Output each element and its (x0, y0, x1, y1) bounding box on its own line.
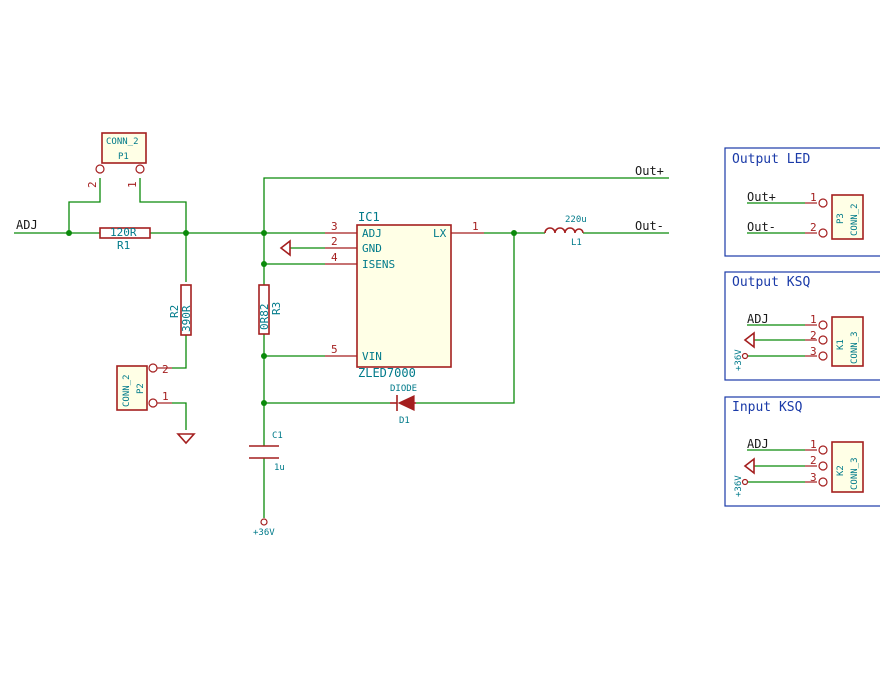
k1-ref: K1 (836, 339, 846, 350)
r1-ref: R1 (117, 239, 130, 252)
ic1-pin-num-adj: 3 (331, 220, 338, 233)
block-input-ksq-title: Input KSQ (732, 400, 803, 415)
ic1-pin-num-vin: 5 (331, 343, 338, 356)
wires (14, 177, 669, 518)
k2-pin1: 1 (810, 438, 817, 451)
p2-pin1: 1 (162, 390, 169, 403)
k1-pin1: 1 (810, 313, 817, 326)
p1-ref: P1 (118, 152, 129, 162)
ic1-pin-name-gnd: GND (362, 242, 382, 255)
ic1-pin-num-gnd: 2 (331, 235, 338, 248)
block-output-led: Output LED Out+ Out- 1 2 P3 CONN_2 (724, 147, 880, 257)
net-label-out-minus: Out- (635, 219, 664, 233)
ic1-value: ZLED7000 (358, 366, 416, 380)
l1-value: 220u (565, 215, 587, 225)
connector-p1[interactable]: CONN_2 P1 2 1 (86, 132, 147, 188)
resistor-r3[interactable]: 0R82 R3 (258, 284, 283, 335)
r2-ref: R2 (168, 305, 181, 318)
k2-pin2: 2 (810, 454, 817, 467)
k2-ref: K2 (836, 465, 846, 476)
ground-symbol-ic (279, 239, 291, 257)
p2-value: CONN_2 (122, 374, 132, 407)
k1-value: CONN_3 (850, 331, 860, 364)
k2-value: CONN_3 (850, 457, 860, 490)
k1-supply: +36V (734, 349, 744, 371)
block-output-ksq-title: Output KSQ (732, 275, 810, 290)
r3-ref: R3 (270, 302, 283, 315)
resistor-r1[interactable]: 120R R1 (99, 226, 151, 252)
diode-d1[interactable]: DIODE D1 (390, 384, 417, 426)
p1-value: CONN_2 (106, 137, 139, 147)
c1-ref: C1 (272, 431, 283, 441)
block-output-led-title: Output LED (732, 152, 810, 167)
ic1-ref: IC1 (358, 210, 380, 224)
ic1-pin-name-lx: LX (433, 227, 447, 240)
junctions (66, 230, 517, 406)
p3-value: CONN_2 (850, 203, 860, 236)
r2-value: 390R (180, 305, 193, 332)
supply-36v: +36V (253, 518, 275, 538)
d1-ref: D1 (399, 416, 410, 426)
ground-symbol (176, 433, 196, 445)
ic1-pin-name-isens: ISENS (362, 258, 395, 271)
k2-pin3: 3 (810, 471, 817, 484)
p3-pin1: 1 (810, 191, 817, 204)
connector-p2[interactable]: CONN_2 P2 2 1 (116, 363, 172, 411)
k1-pin2: 2 (810, 329, 817, 342)
resistor-r2[interactable]: 390R R2 (168, 284, 193, 336)
p3-ref: P3 (836, 213, 846, 224)
net-label-out-plus: Out+ (635, 164, 664, 178)
ic1-pin-num-lx: 1 (472, 220, 479, 233)
k1-net1: ADJ (747, 312, 769, 326)
supply-label: +36V (253, 528, 275, 538)
p1-pin2: 2 (86, 181, 99, 188)
capacitor-c1[interactable]: C1 1u (249, 431, 285, 473)
p3-pin2: 2 (810, 221, 817, 234)
k2-supply: +36V (734, 475, 744, 497)
p1-pin1: 1 (126, 181, 139, 188)
k2-net1: ADJ (747, 437, 769, 451)
k1-pin3: 3 (810, 345, 817, 358)
p2-ref: P2 (136, 383, 146, 394)
p2-pin2: 2 (162, 363, 169, 376)
inductor-l1[interactable]: 220u L1 (544, 215, 587, 248)
c1-value: 1u (274, 463, 285, 473)
ic1-zled7000[interactable]: IC1 ZLED7000 3 2 4 5 1 ADJ GND ISENS VIN… (325, 210, 484, 380)
p3-net1: Out+ (747, 190, 776, 204)
ic1-pin-num-isens: 4 (331, 251, 338, 264)
r1-value: 120R (110, 226, 137, 239)
block-output-ksq: Output KSQ +36V ADJ 1 2 3 K1 CONN_3 (724, 271, 880, 381)
d1-value: DIODE (390, 384, 417, 394)
ic1-pin-name-vin: VIN (362, 350, 382, 363)
p3-net2: Out- (747, 220, 776, 234)
r3-value: 0R82 (258, 304, 271, 331)
net-label-adj: ADJ (16, 218, 38, 232)
block-input-ksq: Input KSQ +36V ADJ 1 2 3 K2 CONN_3 (724, 396, 880, 507)
l1-ref: L1 (571, 238, 582, 248)
ic1-pin-name-adj: ADJ (362, 227, 382, 240)
